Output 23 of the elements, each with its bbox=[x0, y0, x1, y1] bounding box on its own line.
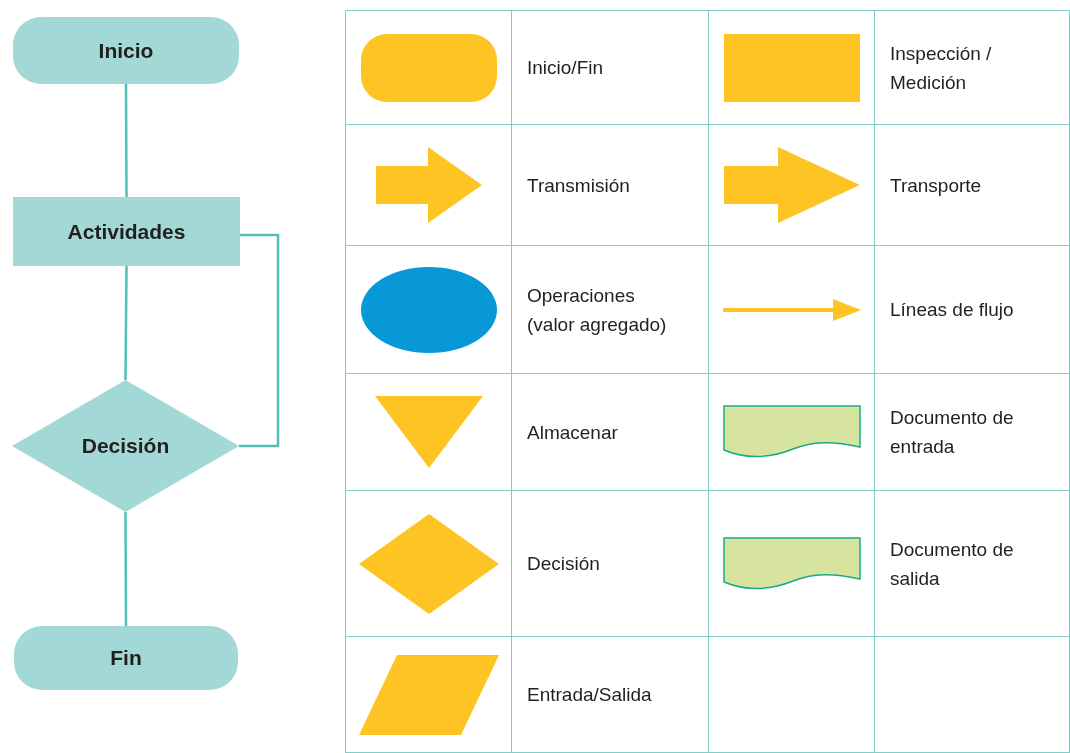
node-label: Inicio bbox=[98, 37, 154, 64]
legend-label: Líneas de flujo bbox=[890, 298, 1014, 322]
legend-label: Transporte bbox=[890, 173, 982, 198]
terminal-box bbox=[13, 17, 239, 84]
legend-label: Inspección / Medición bbox=[890, 41, 993, 95]
node-label: Fin bbox=[110, 645, 142, 672]
node-label: Actividades bbox=[67, 218, 186, 245]
legend-label: Documento de salida bbox=[890, 537, 1015, 591]
legend-label: Almacenar bbox=[527, 420, 618, 445]
legend-label: Entrada/Salida bbox=[527, 683, 652, 707]
legend-label: Operaciones (valor agregado) bbox=[527, 283, 668, 337]
process-box bbox=[13, 197, 240, 266]
terminal-box bbox=[14, 626, 238, 690]
connector-line bbox=[124, 266, 128, 380]
decision-diamond bbox=[12, 380, 239, 512]
legend-label: Transmisión bbox=[527, 173, 630, 198]
connector-line bbox=[124, 512, 128, 626]
legend-label: Inicio/Fin bbox=[527, 56, 604, 80]
connector-line bbox=[239, 233, 280, 448]
node-label: Decisión bbox=[81, 433, 170, 460]
legend-label: Documento de entrada bbox=[890, 406, 1015, 459]
legend-label: Decisión bbox=[527, 552, 600, 576]
connector-line bbox=[124, 84, 128, 197]
